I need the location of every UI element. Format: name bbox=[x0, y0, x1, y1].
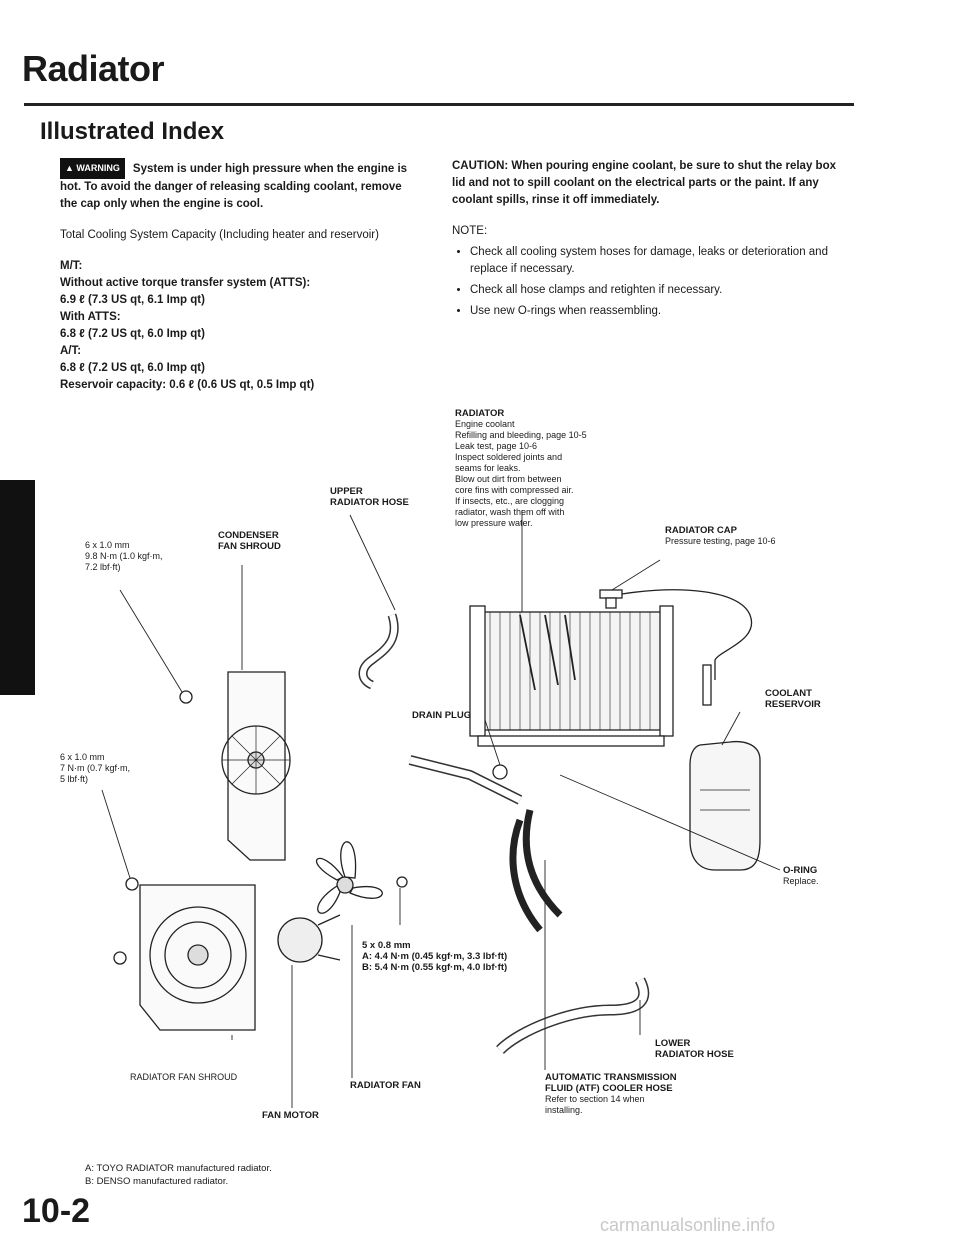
callout-atf-hose-line: Refer to section 14 when bbox=[545, 1094, 645, 1104]
section-title: Illustrated Index bbox=[40, 118, 225, 145]
callout-radiator-line: Refilling and bleeding, page 10-5 bbox=[455, 430, 587, 440]
callout-coolant-reservoir-title-1: COOLANT bbox=[765, 688, 812, 699]
callout-bolt-line: 6 x 1.0 mm bbox=[60, 752, 105, 762]
without-atts-label: Without active torque transfer system (A… bbox=[60, 277, 311, 289]
callout-atf-hose: AUTOMATIC TRANSMISSION FLUID (ATF) COOLE… bbox=[545, 1072, 705, 1116]
callout-radiator-line: If insects, etc., are clogging bbox=[455, 496, 565, 506]
callout-radiator-line: Blow out dirt from between bbox=[455, 474, 562, 484]
callout-lower-hose-title-2: RADIATOR HOSE bbox=[655, 1049, 734, 1060]
callout-lower-hose-title-1: LOWER bbox=[655, 1038, 691, 1049]
callout-o-ring: O-RING Replace. bbox=[783, 865, 853, 887]
callout-bolt-line: B: 5.4 N·m (0.55 kgf·m, 4.0 lbf·ft) bbox=[362, 962, 508, 973]
watermark: carmanualsonline.info bbox=[600, 1215, 776, 1235]
capacity-heading: Total Cooling System Capacity (Including… bbox=[60, 229, 379, 241]
note-label: NOTE: bbox=[452, 225, 488, 237]
reservoir-shape bbox=[621, 589, 761, 871]
callout-fan-shroud: RADIATOR FAN SHROUD bbox=[130, 1072, 280, 1083]
callout-lower-hose: LOWER RADIATOR HOSE bbox=[655, 1038, 775, 1060]
callout-upper-hose: UPPER RADIATOR HOSE bbox=[330, 486, 470, 508]
without-atts-value: 6.9 ℓ (7.3 US qt, 6.1 Imp qt) bbox=[60, 294, 205, 306]
footnote: B: DENSO manufactured radiator. bbox=[85, 1176, 229, 1187]
callout-radiator-line: core fins with compressed air. bbox=[455, 485, 574, 495]
with-atts-value: 6.8 ℓ (7.2 US qt, 6.0 Imp qt) bbox=[60, 328, 205, 340]
callout-radiator-line: seams for leaks. bbox=[455, 463, 521, 473]
callout-condenser-shroud-title-2: FAN SHROUD bbox=[218, 541, 281, 552]
caution-text: CAUTION: When pouring engine coolant, be… bbox=[452, 160, 836, 206]
at-value: 6.8 ℓ (7.2 US qt, 6.0 Imp qt) bbox=[60, 362, 205, 374]
right-column: CAUTION: When pouring engine coolant, be… bbox=[452, 158, 844, 324]
callout-bolt-line: 6 x 1.0 mm bbox=[85, 540, 130, 550]
callout-atf-hose-title-1: AUTOMATIC TRANSMISSION bbox=[545, 1072, 677, 1083]
upper-hose-shape bbox=[358, 613, 399, 690]
footnote: A: TOYO RADIATOR manufactured radiator. bbox=[85, 1163, 272, 1174]
callout-bolt-line: 9.8 N·m (1.0 kgf·m, bbox=[85, 551, 163, 561]
callout-radiator-line: Engine coolant bbox=[455, 419, 515, 429]
radiator-core bbox=[469, 605, 674, 747]
callout-bolt-6x10-b: 6 x 1.0 mm 7 N·m (0.7 kgf·m, 5 lbf·ft) bbox=[60, 752, 170, 785]
radiator-fan-shroud-shape bbox=[139, 884, 256, 1031]
callout-radiator-cap: RADIATOR CAP Pressure testing, page 10-6 bbox=[665, 525, 840, 547]
callout-radiator-line: Inspect soldered joints and bbox=[455, 452, 563, 462]
fan-motor-shape bbox=[277, 914, 341, 963]
callout-fan-motor-title: FAN MOTOR bbox=[262, 1110, 319, 1121]
callout-bolt-6x10-a: 6 x 1.0 mm 9.8 N·m (1.0 kgf·m, 7.2 lbf·f… bbox=[85, 540, 200, 573]
reservoir-capacity: Reservoir capacity: 0.6 ℓ (0.6 US qt, 0.… bbox=[60, 379, 315, 391]
callout-drain-plug: DRAIN PLUG bbox=[412, 710, 502, 721]
callout-upper-hose-title-2: RADIATOR HOSE bbox=[330, 497, 409, 508]
page-title: Radiator bbox=[22, 48, 165, 89]
radiator-fan-shape bbox=[316, 841, 383, 914]
callout-drain-plug-title: DRAIN PLUG bbox=[412, 710, 472, 721]
note-item: Check all cooling system hoses for damag… bbox=[470, 244, 844, 278]
callout-radiator-line: radiator, wash them off with bbox=[455, 507, 565, 517]
callout-condenser-shroud-title-1: CONDENSER bbox=[218, 530, 279, 541]
with-atts-label: With ATTS: bbox=[60, 311, 121, 323]
callout-o-ring-title: O-RING bbox=[783, 865, 818, 876]
section-tab-marker bbox=[0, 480, 35, 695]
callout-radiator: RADIATOR Engine coolant Refilling and bl… bbox=[455, 408, 625, 529]
note-item: Use new O-rings when reassembling. bbox=[470, 303, 844, 320]
callout-atf-hose-title-2: FLUID (ATF) COOLER HOSE bbox=[545, 1083, 673, 1094]
warning-text: System is under high pressure when the e… bbox=[60, 163, 408, 210]
callout-bolt-line: 7.2 lbf·ft) bbox=[85, 562, 121, 572]
note-item: Check all hose clamps and retighten if n… bbox=[470, 282, 844, 299]
callout-radiator-cap-line: Pressure testing, page 10-6 bbox=[665, 536, 776, 546]
callout-atf-hose-line: installing. bbox=[545, 1105, 583, 1115]
callout-bolt-line: 7 N·m (0.7 kgf·m, bbox=[60, 763, 131, 773]
callout-radiator-line: low pressure water. bbox=[455, 518, 533, 528]
callout-radiator-line: Leak test, page 10-6 bbox=[455, 441, 538, 451]
at-label: A/T: bbox=[60, 345, 82, 357]
radiator-cap-shape bbox=[599, 589, 623, 609]
callout-bolt-5x08: 5 x 0.8 mm A: 4.4 N·m (0.45 kgf·m, 3.3 l… bbox=[362, 940, 552, 973]
callout-radiator-title: RADIATOR bbox=[455, 408, 505, 419]
footnotes: A: TOYO RADIATOR manufactured radiator. … bbox=[85, 1162, 272, 1188]
callout-radiator-fan: RADIATOR FAN bbox=[350, 1080, 450, 1091]
header-rule bbox=[24, 103, 854, 106]
mt-label: M/T: bbox=[60, 260, 83, 272]
capacity-specs: M/T: Without active torque transfer syst… bbox=[60, 258, 415, 394]
warning-badge: ▲ WARNING bbox=[60, 158, 125, 179]
callout-o-ring-line: Replace. bbox=[783, 876, 819, 886]
lower-hose-shape bbox=[408, 755, 650, 1055]
callout-fan-motor: FAN MOTOR bbox=[262, 1110, 342, 1121]
callout-radiator-fan-title: RADIATOR FAN bbox=[350, 1080, 421, 1091]
condenser-shroud-shape bbox=[221, 671, 291, 861]
leader-lines bbox=[101, 510, 781, 1108]
callout-radiator-cap-title: RADIATOR CAP bbox=[665, 525, 737, 536]
callout-coolant-reservoir-title-2: RESERVOIR bbox=[765, 699, 821, 710]
callout-condenser-shroud: CONDENSER FAN SHROUD bbox=[218, 530, 318, 552]
callout-upper-hose-title-1: UPPER bbox=[330, 486, 363, 497]
callout-coolant-reservoir: COOLANT RESERVOIR bbox=[765, 688, 855, 710]
callout-bolt-line: 5 lbf·ft) bbox=[60, 774, 89, 784]
page-number: 10-2 bbox=[22, 1192, 91, 1230]
note-list: Check all cooling system hoses for damag… bbox=[452, 244, 844, 320]
callout-bolt-line: A: 4.4 N·m (0.45 kgf·m, 3.3 lbf·ft) bbox=[362, 951, 508, 962]
callout-fan-shroud-title: RADIATOR FAN SHROUD bbox=[130, 1072, 238, 1082]
callout-bolt-line: 5 x 0.8 mm bbox=[362, 940, 411, 951]
